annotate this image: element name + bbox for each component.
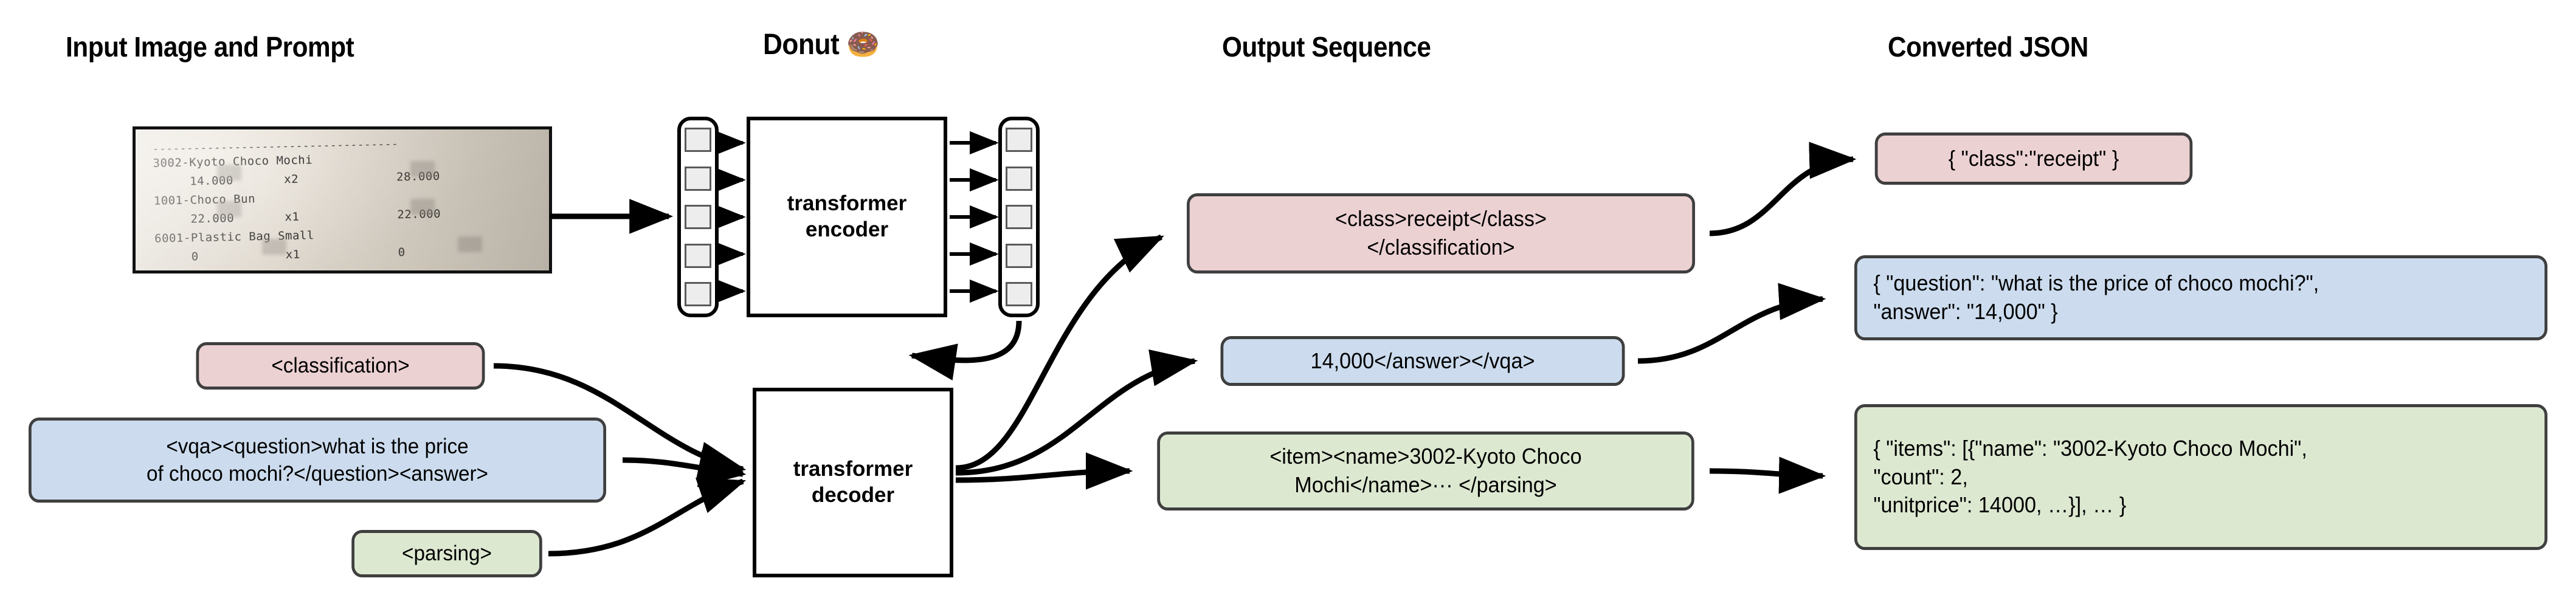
encoder-output-token-stack [998,117,1040,317]
arrow-vqa-output-to-json [1637,283,1826,364]
classification-prompt-box[interactable]: <classification> [196,342,485,390]
classification-output-box[interactable]: <class>receipt</class> </classification> [1187,193,1695,273]
classification-json-text: { "class":"receipt" } [1948,145,2119,171]
encoded-feature-token [1006,243,1032,268]
encoded-feature-token [1006,282,1032,306]
redaction-smudge [410,199,435,215]
image-patch-token [685,166,711,191]
vqa-json-box[interactable]: { "question": "what is the price of choc… [1854,255,2547,340]
vqa-prompt-text: <vqa><question>what is the price of choc… [147,434,488,486]
redaction-smudge [458,236,482,252]
redaction-smudge [410,161,435,177]
parsing-output-text: <item><name>3002-Kyoto Choco Mochi</name… [1269,444,1582,497]
parsing-json-text: { "items": [{"name": "3002-Kyoto Choco M… [1873,435,2307,518]
parsing-json-box[interactable]: { "items": [{"name": "3002-Kyoto Choco M… [1854,404,2547,550]
parsing-prompt-box[interactable]: <parsing> [351,530,542,577]
redaction-smudge [217,165,241,181]
receipt-quantity: x1 [285,210,300,224]
arrow-decoder-to-parsing-output [955,452,1133,490]
arrow-decoder-to-classification-output [955,234,1164,471]
redaction-smudge [262,239,286,255]
classification-output-text: <class>receipt</class> </classification> [1335,206,1547,260]
receipt-line-total: 0 [398,246,406,260]
header-converted-json: Converted JSON [1888,31,2088,63]
transformer-encoder-box: transformer encoder [747,117,947,317]
encoded-feature-token [1006,166,1032,191]
receipt-quantity: x1 [285,247,300,262]
vqa-output-text: 14,000</answer></vqa> [1310,348,1535,373]
encoder-input-token-stack [677,117,719,317]
arrow-vqa-prompt-to-decoder [622,450,747,487]
receipt-input-image: ------------------------------------ 300… [133,126,552,273]
image-patch-token [685,205,711,229]
encoded-feature-token [1006,205,1032,229]
arrow-classification-output-to-json [1709,142,1857,236]
header-input-image-and-prompt: Input Image and Prompt [66,31,354,63]
vqa-prompt-box[interactable]: <vqa><question>what is the price of choc… [29,418,606,503]
classification-prompt-text: <classification> [271,354,410,378]
parsing-prompt-text: <parsing> [402,542,492,566]
image-patch-token [685,243,711,268]
arrow-parsing-output-to-json [1709,456,1826,494]
classification-json-box[interactable]: { "class":"receipt" } [1874,132,2193,185]
encoded-feature-token [1006,128,1032,152]
receipt-text-content: ------------------------------------ 300… [153,136,544,270]
header-output-sequence: Output Sequence [1222,31,1431,63]
redaction-smudge [217,201,241,217]
vqa-json-text: { "question": "what is the price of choc… [1873,270,2319,324]
transformer-decoder-box: transformer decoder [753,388,953,577]
transformer-encoder-label: transformer encoder [787,191,907,241]
image-patch-token [685,282,711,306]
image-patch-token [685,128,711,152]
receipt-quantity: x2 [283,172,299,187]
parsing-output-box[interactable]: <item><name>3002-Kyoto Choco Mochi</name… [1157,431,1694,511]
receipt-unit-price: 0 [191,250,199,264]
vqa-output-box[interactable]: 14,000</answer></vqa> [1220,336,1625,386]
transformer-decoder-label: transformer decoder [793,457,913,507]
arrow-encoder-output-to-decoder [908,320,1022,380]
header-donut: Donut 🍩 [763,29,880,61]
